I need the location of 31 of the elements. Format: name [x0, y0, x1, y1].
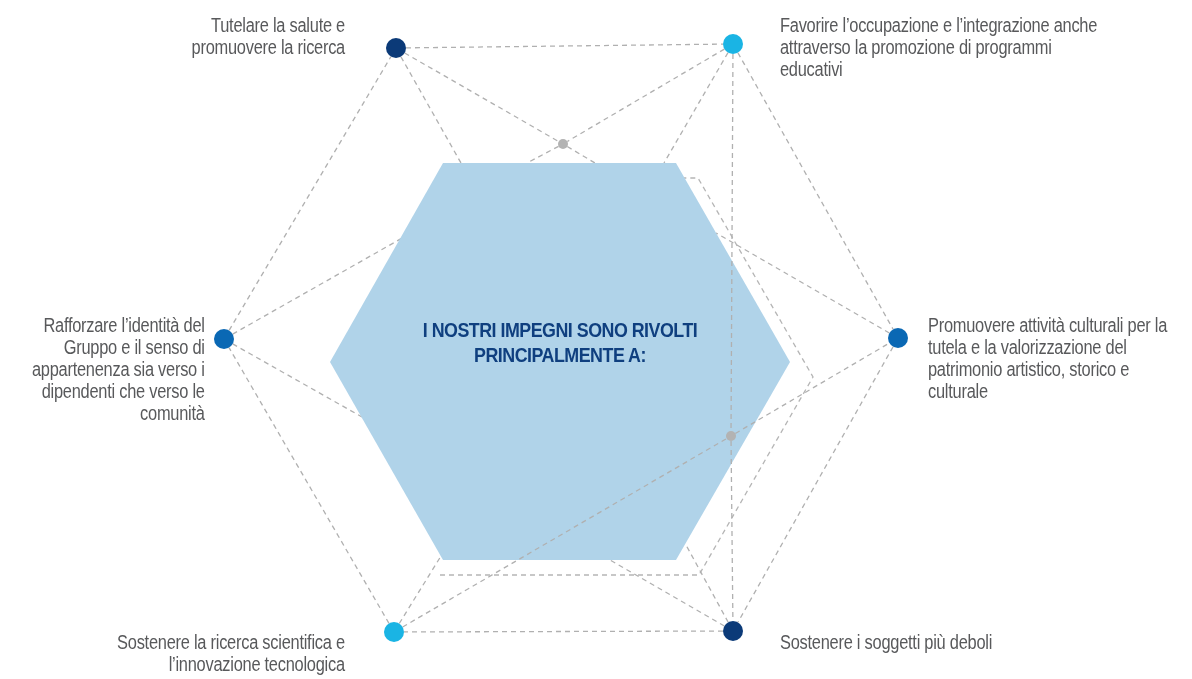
center-heading: I NOSTRI IMPEGNI SONO RIVOLTI PRINCIPALMENTE A: — [421, 316, 699, 367]
marker-dot — [384, 622, 404, 642]
goal-text: Rafforzare l’identità del Gruppo e il senso di appartenenza sia verso i dipendenti che verso le comunità — [31, 314, 205, 424]
dashed-line — [228, 347, 390, 624]
marker-dot — [386, 38, 406, 58]
dashed-line — [566, 145, 596, 164]
goal-text: Sostenere i soggetti più deboli — [780, 631, 994, 653]
dashed-line — [232, 343, 363, 418]
dashed-line — [566, 48, 726, 143]
goal-text: Promuovere attività culturali per la tutela e la valorizzazione del patrimonio artistico, storico e culturale — [928, 314, 1169, 402]
dashed-line — [404, 52, 560, 143]
dashed-line — [685, 544, 729, 623]
dashed-line — [663, 52, 729, 164]
dashed-line — [402, 437, 728, 628]
hexagon — [330, 163, 790, 560]
marker-dot — [888, 328, 908, 348]
goal-text: Sostenere la ricerca scientifica e l’innovazione tecnologica — [116, 631, 345, 675]
marker-dot — [723, 34, 743, 54]
dashed-line — [405, 43, 724, 49]
dashed-line — [737, 52, 894, 330]
dashed-line — [228, 55, 392, 332]
dashed-line — [398, 555, 442, 625]
goal-text: Favorire l’occupazione e l’integrazione anche attraverso la promozione di programmi educativi — [780, 14, 1099, 80]
junction-dot — [558, 139, 568, 149]
dashed-line — [609, 559, 725, 627]
junction-dot — [726, 431, 736, 441]
marker-dot — [723, 621, 743, 641]
dashed-line — [403, 630, 724, 633]
marker-dot — [214, 329, 234, 349]
dashed-line — [400, 56, 462, 164]
goal-text: Tutelare la salute e promuovere la ricerca — [190, 14, 345, 58]
